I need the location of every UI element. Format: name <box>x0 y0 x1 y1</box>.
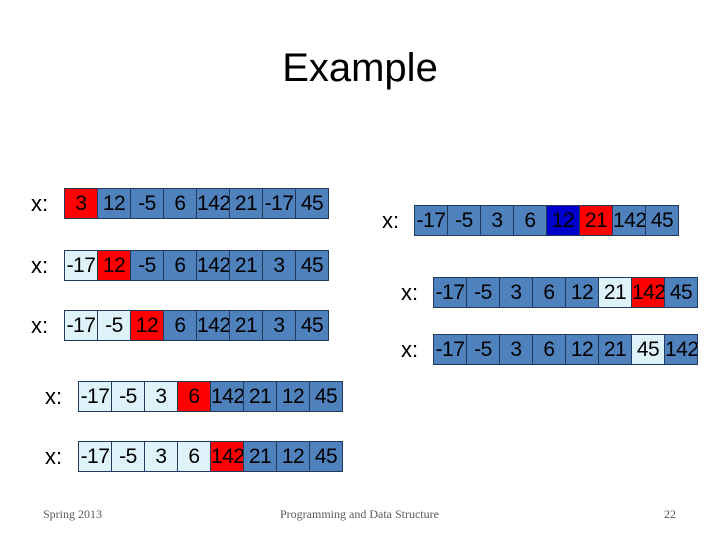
array-cell: 3 <box>144 441 178 472</box>
array-cell: 3 <box>480 205 514 236</box>
array-cell: 3 <box>499 277 533 308</box>
array-cell: 6 <box>177 381 211 412</box>
array-cell: 3 <box>64 188 98 219</box>
array-cell: -17 <box>414 205 448 236</box>
array-cell: -17 <box>433 277 467 308</box>
array-cell: -17 <box>78 381 112 412</box>
array-cell: -17 <box>64 310 98 341</box>
array-cell: 45 <box>664 277 698 308</box>
array-cell: 12 <box>546 205 580 236</box>
array-cell: 12 <box>565 277 599 308</box>
array-cell: 12 <box>97 250 131 281</box>
array-cell: 12 <box>276 441 310 472</box>
array-cell: -5 <box>447 205 481 236</box>
array-cell: 45 <box>295 188 329 219</box>
array-label: x: <box>401 337 419 362</box>
array-cell: 3 <box>144 381 178 412</box>
array-cell: 12 <box>97 188 131 219</box>
array-cell: 12 <box>276 381 310 412</box>
array-cell: 6 <box>177 441 211 472</box>
array-cell: -17 <box>262 188 296 219</box>
array-cell: 21 <box>598 334 632 365</box>
array-cell: 21 <box>229 310 263 341</box>
array-cell: 142 <box>612 205 646 236</box>
array-cell: 45 <box>309 441 343 472</box>
array-cell: -17 <box>433 334 467 365</box>
array-cell: 6 <box>513 205 547 236</box>
array-cell: 45 <box>295 310 329 341</box>
array-label: x: <box>31 253 49 278</box>
footer-date: Spring 2013 <box>43 507 103 521</box>
array-cell: 6 <box>163 250 197 281</box>
array-cell: 6 <box>163 310 197 341</box>
array-label: x: <box>31 191 49 216</box>
array-cell: 6 <box>532 277 566 308</box>
array-cell: -5 <box>130 188 164 219</box>
slide-title: Example <box>282 46 438 90</box>
array-label: x: <box>382 208 400 233</box>
array-cell: 142 <box>664 334 698 365</box>
array-cell: -5 <box>466 277 500 308</box>
array-cell: -5 <box>111 381 145 412</box>
array-cell: -5 <box>130 250 164 281</box>
array-cell: 21 <box>598 277 632 308</box>
array-cell: 21 <box>579 205 613 236</box>
array-cell: 6 <box>532 334 566 365</box>
array-cell: 6 <box>163 188 197 219</box>
array-cell: 21 <box>243 441 277 472</box>
array-cell: -5 <box>111 441 145 472</box>
array-cell: -5 <box>97 310 131 341</box>
array-cell: 3 <box>499 334 533 365</box>
array-cell: 3 <box>262 250 296 281</box>
array-cell: 142 <box>196 188 230 219</box>
footer-page-number: 22 <box>664 507 676 521</box>
array-cell: 45 <box>295 250 329 281</box>
array-cell: 142 <box>631 277 665 308</box>
array-cell: 21 <box>229 188 263 219</box>
array-cell: 21 <box>243 381 277 412</box>
array-cell: 3 <box>262 310 296 341</box>
array-cell: -17 <box>64 250 98 281</box>
array-cell: -5 <box>466 334 500 365</box>
array-cell: 45 <box>631 334 665 365</box>
array-label: x: <box>31 313 49 338</box>
array-cell: 142 <box>196 310 230 341</box>
array-cell: 21 <box>229 250 263 281</box>
array-cell: 45 <box>309 381 343 412</box>
array-cell: -17 <box>78 441 112 472</box>
array-cell: 45 <box>645 205 679 236</box>
array-cell: 142 <box>210 441 244 472</box>
array-label: x: <box>45 444 63 469</box>
array-label: x: <box>401 280 419 305</box>
array-cell: 142 <box>196 250 230 281</box>
array-cell: 12 <box>565 334 599 365</box>
array-cell: 12 <box>130 310 164 341</box>
footer-course: Programming and Data Structure <box>280 507 439 521</box>
array-label: x: <box>45 384 63 409</box>
array-cell: 142 <box>210 381 244 412</box>
